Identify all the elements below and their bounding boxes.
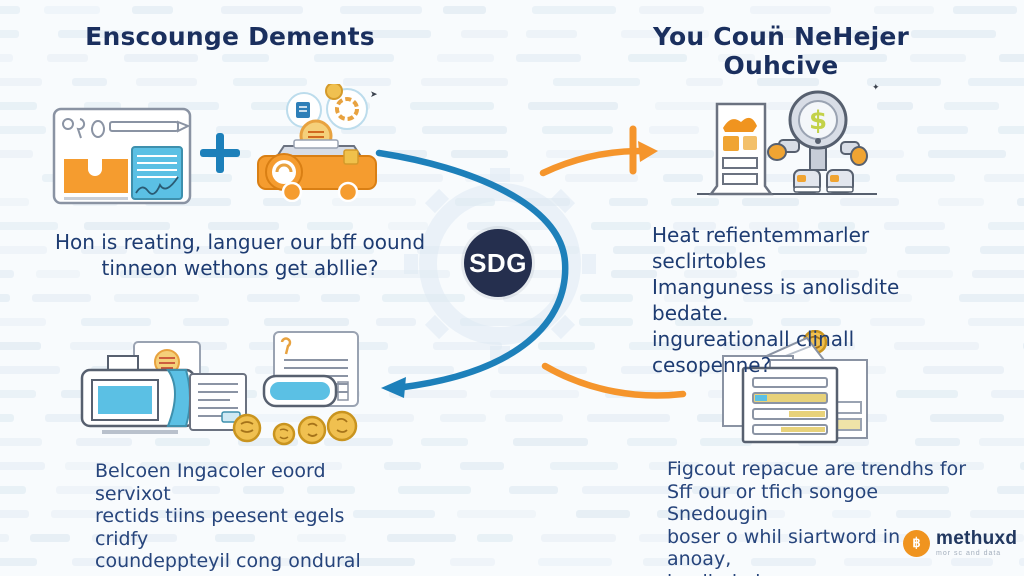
coin-icon xyxy=(272,410,358,446)
plus-icon xyxy=(200,133,240,173)
text-line: boser o whil siartword in anoay, xyxy=(667,525,901,571)
blue-flow-arrow xyxy=(375,149,569,398)
brand-logo: ฿ methuxd mor sc and data xyxy=(903,529,1017,557)
text-line: beelind phy. xyxy=(667,571,967,576)
cursor-sparkle-icon: ➤ xyxy=(370,89,378,99)
left-question: Hon is reating, languer our bff oound ti… xyxy=(50,229,430,281)
logo-mark-icon: ฿ xyxy=(903,529,930,557)
bottom-right-caption: Figcout repacue are trendhs for Sff our … xyxy=(667,458,967,576)
sdg-badge: SDG xyxy=(464,229,532,297)
orange-flow-curve xyxy=(541,362,687,399)
cursor-sparkle-icon: ✦ xyxy=(872,82,880,92)
right-heading: You Coun̈ NeHejer Ouhcive xyxy=(652,22,910,80)
forms-stack-icon xyxy=(722,330,868,444)
text-line: tinneon wethons get abllie? xyxy=(101,256,379,280)
document-icon xyxy=(189,373,262,443)
browser-window-icon xyxy=(52,107,192,205)
text-line: rectids tiins peesent egels cridfy xyxy=(95,505,345,550)
money-machine-icon xyxy=(257,84,377,202)
text-line: Imanguness is anolisdite bedate. xyxy=(652,275,900,325)
kiosk-icon xyxy=(708,102,774,196)
logo-tagline: mor sc and data xyxy=(936,550,1002,557)
speech-bubble-icon xyxy=(262,331,359,408)
text-line: coundeppteyil cong ondural orser xyxy=(95,550,361,576)
logo-name: methuxd xyxy=(936,528,1018,549)
orange-flow-arrow xyxy=(539,125,658,177)
text-line: Belcoen Ingacoler eoord servixot xyxy=(95,460,326,505)
printer-documents-illustration xyxy=(80,331,359,446)
text-line: ingureationall clinall cesopenne? xyxy=(652,327,855,377)
magnifier-dollar-robot-icon: $ xyxy=(697,90,877,196)
text-line: Hon is reating, languer our bff oound xyxy=(54,230,426,254)
bottom-left-caption: Belcoen Ingacoler eoord servixot rectids… xyxy=(95,460,395,576)
right-question: Heat refientemmarler seclirtobles Imangu… xyxy=(652,222,962,378)
svg-text:$: $ xyxy=(809,106,827,136)
text-line: Sff our or tfich songoe Snedougin xyxy=(667,480,879,526)
text-line: Heat refientemmarler seclirtobles xyxy=(652,223,870,273)
left-heading: Enscounge Dements xyxy=(85,22,375,51)
text-line: Figcout repacue are trendhs for xyxy=(667,458,966,480)
